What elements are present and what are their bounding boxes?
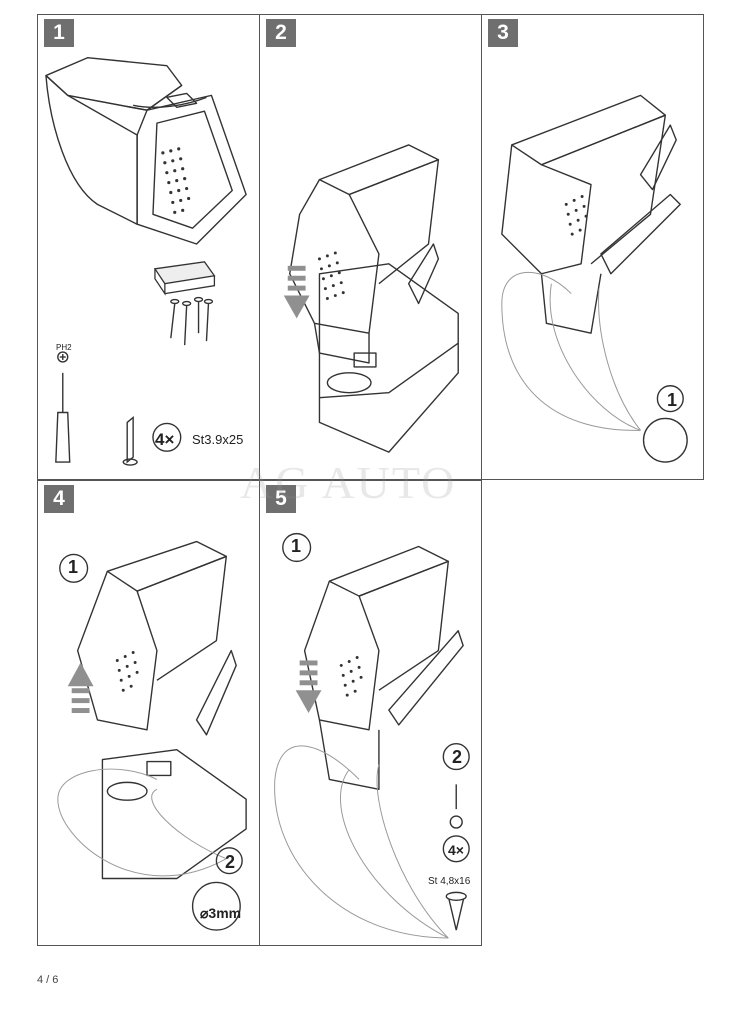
step-4-panel: 4 1 2 <box>37 480 260 946</box>
step-5-callout-2: 2 <box>452 747 463 767</box>
tool-label: PH2 <box>56 343 72 352</box>
armrest-rear-illustration <box>501 94 688 463</box>
step-5-badge: 5 <box>266 485 296 513</box>
step-1-panel: 1 <box>37 14 260 480</box>
step-5-callout-1: 1 <box>291 536 302 556</box>
armrest-top-illustration <box>45 57 247 466</box>
step-2-badge: 2 <box>266 19 296 47</box>
step-3-badge: 3 <box>488 19 518 47</box>
screw-spec-label: St3.9x25 <box>192 432 244 447</box>
armrest-lowered-illustration <box>283 144 459 453</box>
step-5-screw-count: 4× <box>448 842 464 858</box>
armrest-raised-illustration <box>57 540 247 931</box>
page-number: 4 / 6 <box>37 974 59 986</box>
watermark: AG AUTO <box>240 457 457 508</box>
drill-size-label: ⌀3mm <box>200 905 242 921</box>
step-1-badge: 1 <box>44 19 74 47</box>
screw-count-label: 4× <box>155 430 175 449</box>
step-4-badge: 4 <box>44 485 74 513</box>
step-3-panel: 3 1 <box>481 14 704 480</box>
step-5-panel: 5 <box>259 480 482 946</box>
step-4-callout-1: 1 <box>68 557 79 577</box>
step-2-panel: 2 <box>259 14 482 480</box>
step-4-callout-2: 2 <box>225 852 236 872</box>
step-5-screw-spec: St 4,8x16 <box>428 876 471 887</box>
armrest-fastening-illustration <box>274 532 470 939</box>
step-3-callout-1: 1 <box>667 390 678 410</box>
